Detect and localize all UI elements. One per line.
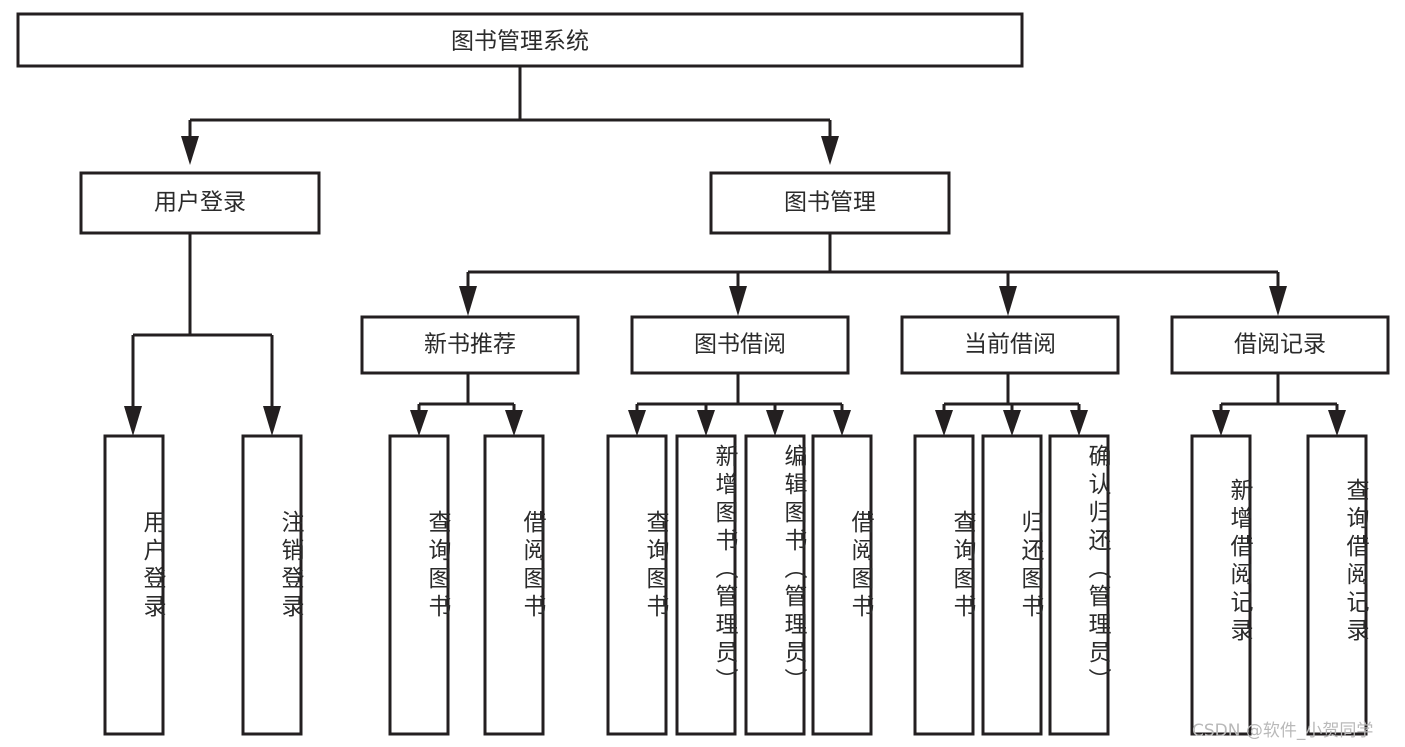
node-new-book-recommend-box[interactable] — [360, 315, 580, 375]
node-user-login-label: 用户登录 — [154, 190, 246, 216]
node-book-management[interactable]: 图书管理 — [709, 171, 951, 235]
node-user-login[interactable]: 用户登录 — [79, 171, 321, 235]
node-book-management-label: 图书管理 — [784, 190, 876, 216]
leaf-box-query-book-2[interactable] — [606, 434, 668, 736]
arrow-head-icon — [124, 406, 142, 436]
arrow-head-icon — [729, 286, 747, 316]
node-user-login-box[interactable] — [79, 171, 321, 235]
arrow-head-icon — [1003, 410, 1021, 436]
leaf-box-return-book[interactable] — [981, 434, 1043, 736]
connector-record-to-leaves — [1212, 373, 1346, 436]
arrow-head-icon — [1070, 410, 1088, 436]
node-new-book-recommend-label: 新书推荐 — [424, 332, 516, 358]
leaf-box-add-book[interactable] — [675, 434, 737, 736]
node-book-borrow-box[interactable] — [630, 315, 850, 375]
arrow-head-icon — [1328, 410, 1346, 436]
leaf-box-add-record[interactable] — [1190, 434, 1252, 736]
node-new-book-recommend[interactable]: 新书推荐 — [360, 315, 580, 375]
connector-current-to-leaves — [935, 373, 1088, 436]
arrow-head-icon — [181, 136, 199, 165]
arrow-head-icon — [628, 410, 646, 436]
node-current-borrow-label: 当前借阅 — [964, 332, 1056, 358]
arrow-head-icon — [1212, 410, 1230, 436]
node-current-borrow[interactable]: 当前借阅 — [900, 315, 1120, 375]
arrow-head-icon — [766, 410, 784, 436]
node-current-borrow-box[interactable] — [900, 315, 1120, 375]
connector-newbook-to-leaves — [410, 373, 523, 436]
leaf-box-borrow-book-1[interactable] — [483, 434, 545, 736]
arrow-head-icon — [833, 410, 851, 436]
node-root[interactable]: 图书管理系统 — [16, 12, 1024, 68]
node-root-label: 图书管理系统 — [451, 29, 589, 55]
node-borrow-record-label: 借阅记录 — [1234, 332, 1326, 358]
leaf-box-query-book-3[interactable] — [913, 434, 975, 736]
connector-root-to-level2 — [181, 67, 839, 165]
leaf-box-logout[interactable] — [241, 434, 303, 736]
connector-borrow-to-leaves — [628, 373, 851, 436]
leaf-boxes — [103, 434, 1368, 736]
connector-userlogin-to-leaves — [124, 233, 281, 436]
leaf-box-query-book-1[interactable] — [388, 434, 450, 736]
node-borrow-record[interactable]: 借阅记录 — [1170, 315, 1390, 375]
node-borrow-record-box[interactable] — [1170, 315, 1390, 375]
leaf-box-confirm-return[interactable] — [1048, 434, 1110, 736]
arrow-head-icon — [935, 410, 953, 436]
arrow-head-icon — [1269, 286, 1287, 316]
leaf-box-query-record[interactable] — [1306, 434, 1368, 736]
node-book-borrow[interactable]: 图书借阅 — [630, 315, 850, 375]
node-book-borrow-label: 图书借阅 — [694, 332, 786, 358]
node-book-management-box[interactable] — [709, 171, 951, 235]
arrow-head-icon — [999, 286, 1017, 316]
arrow-head-icon — [263, 406, 281, 436]
arrow-head-icon — [410, 410, 428, 436]
leaf-box-borrow-book-2[interactable] — [811, 434, 873, 736]
connector-bookmgmt-to-level3 — [459, 233, 1287, 316]
leaf-box-edit-book[interactable] — [744, 434, 806, 736]
node-root-box[interactable] — [16, 12, 1024, 68]
arrow-head-icon — [459, 286, 477, 316]
leaf-box-user-login[interactable] — [103, 434, 165, 736]
arrow-head-icon — [505, 410, 523, 436]
arrow-head-icon — [697, 410, 715, 436]
arrow-head-icon — [821, 136, 839, 165]
